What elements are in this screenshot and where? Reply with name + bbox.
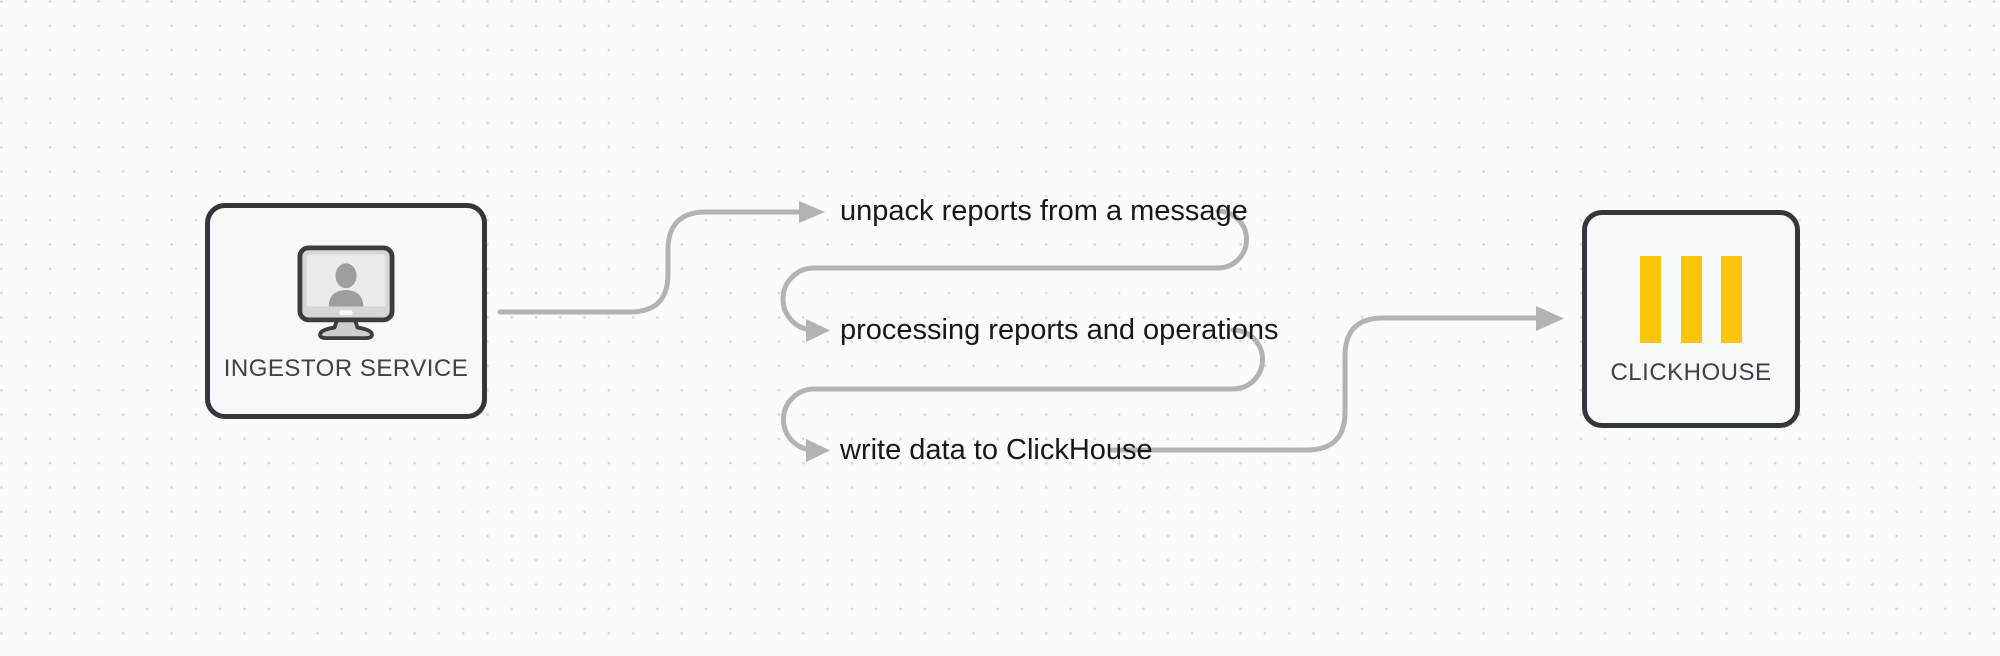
clickhouse-node-label: CLICKHOUSE xyxy=(1610,358,1772,386)
arrowhead-icon xyxy=(1536,306,1564,331)
clickhouse-bar xyxy=(1721,255,1742,343)
arrowhead-icon xyxy=(806,439,830,462)
node-ingestor-service[interactable]: INGESTOR SERVICE xyxy=(205,203,487,419)
step-label-processing-reports: processing reports and operations xyxy=(840,314,1279,346)
clickhouse-bar xyxy=(1640,255,1661,343)
clickhouse-bar xyxy=(1680,255,1702,343)
clickhouse-bars-icon xyxy=(1640,255,1742,343)
step-label-unpack-reports: unpack reports from a message xyxy=(840,195,1248,227)
step-label-write-data: write data to ClickHouse xyxy=(840,434,1153,466)
arrowhead-icon xyxy=(806,319,830,342)
ingestor-node-label: INGESTOR SERVICE xyxy=(223,355,469,382)
node-clickhouse[interactable]: CLICKHOUSE xyxy=(1582,210,1800,428)
edge-write-to-clickhouse xyxy=(1109,315,1539,453)
edge-processing-to-write xyxy=(781,327,1265,453)
edge-ingestor-to-unpack xyxy=(497,209,803,315)
arrowhead-icon xyxy=(799,201,825,223)
edge-unpack-to-processing xyxy=(780,208,1249,333)
monitor-user-icon xyxy=(297,245,395,341)
